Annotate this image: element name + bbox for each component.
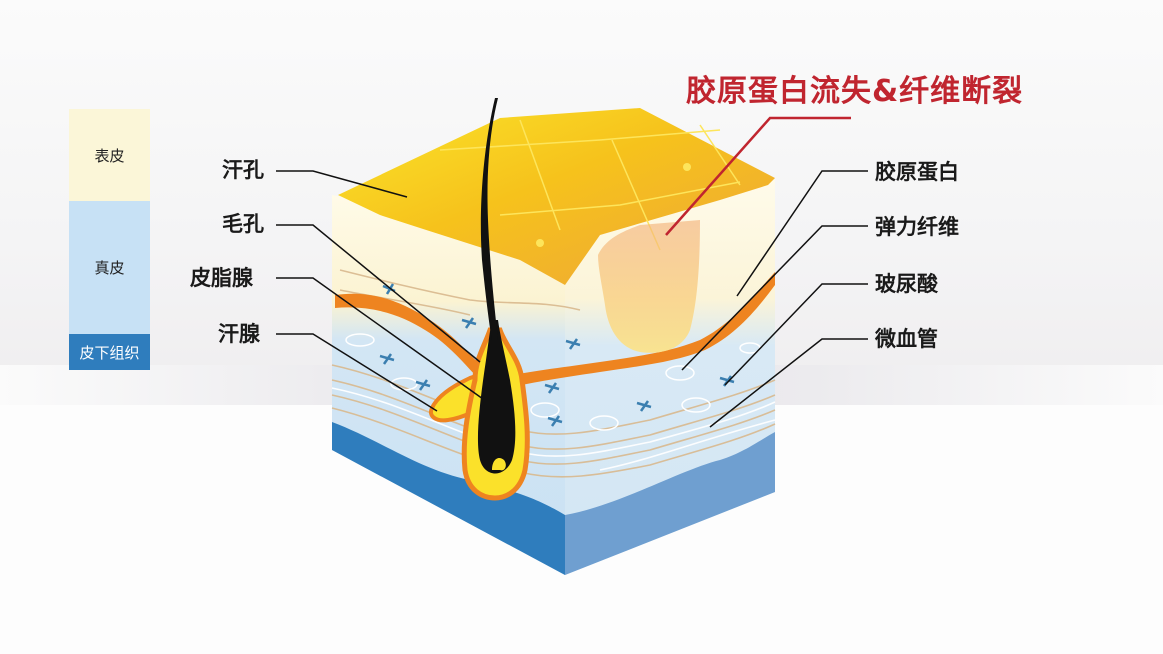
collagen-loss-plume xyxy=(598,220,700,353)
label-sweat-gland: 汗腺 xyxy=(218,322,260,346)
diagram-title: 胶原蛋白流失&纤维断裂 xyxy=(686,74,1024,109)
hair-shaft xyxy=(480,98,498,340)
legend-epidermis: 表皮 xyxy=(69,109,150,201)
cells xyxy=(345,333,761,431)
collagen-fibers xyxy=(331,269,776,478)
legend-subcutaneous: 皮下组织 xyxy=(69,334,150,370)
hyaluronic-marks xyxy=(379,283,735,427)
layer-legend: 表皮 真皮 皮下组织 xyxy=(69,109,150,370)
label-sebaceous-gland: 皮脂腺 xyxy=(190,266,253,290)
legend-dermis: 真皮 xyxy=(69,201,150,334)
subcutaneous-right xyxy=(565,432,775,575)
label-hair-pore: 毛孔 xyxy=(222,212,264,236)
left-leader-lines xyxy=(276,170,484,412)
label-collagen: 胶原蛋白 xyxy=(875,160,959,184)
label-hyaluronic-acid: 玻尿酸 xyxy=(875,272,938,296)
title-leader-line xyxy=(665,116,851,236)
epidermis-grid xyxy=(439,119,741,251)
subcutaneous-left xyxy=(332,422,565,575)
right-leader-lines xyxy=(681,170,868,428)
label-sweat-pore: 汗孔 xyxy=(222,158,264,182)
label-elastic-fiber: 弹力纤维 xyxy=(875,215,959,239)
label-microvessel: 微血管 xyxy=(875,327,938,351)
epidermis-top xyxy=(338,108,775,285)
hair-papilla xyxy=(492,458,506,471)
hair-root xyxy=(477,320,516,474)
